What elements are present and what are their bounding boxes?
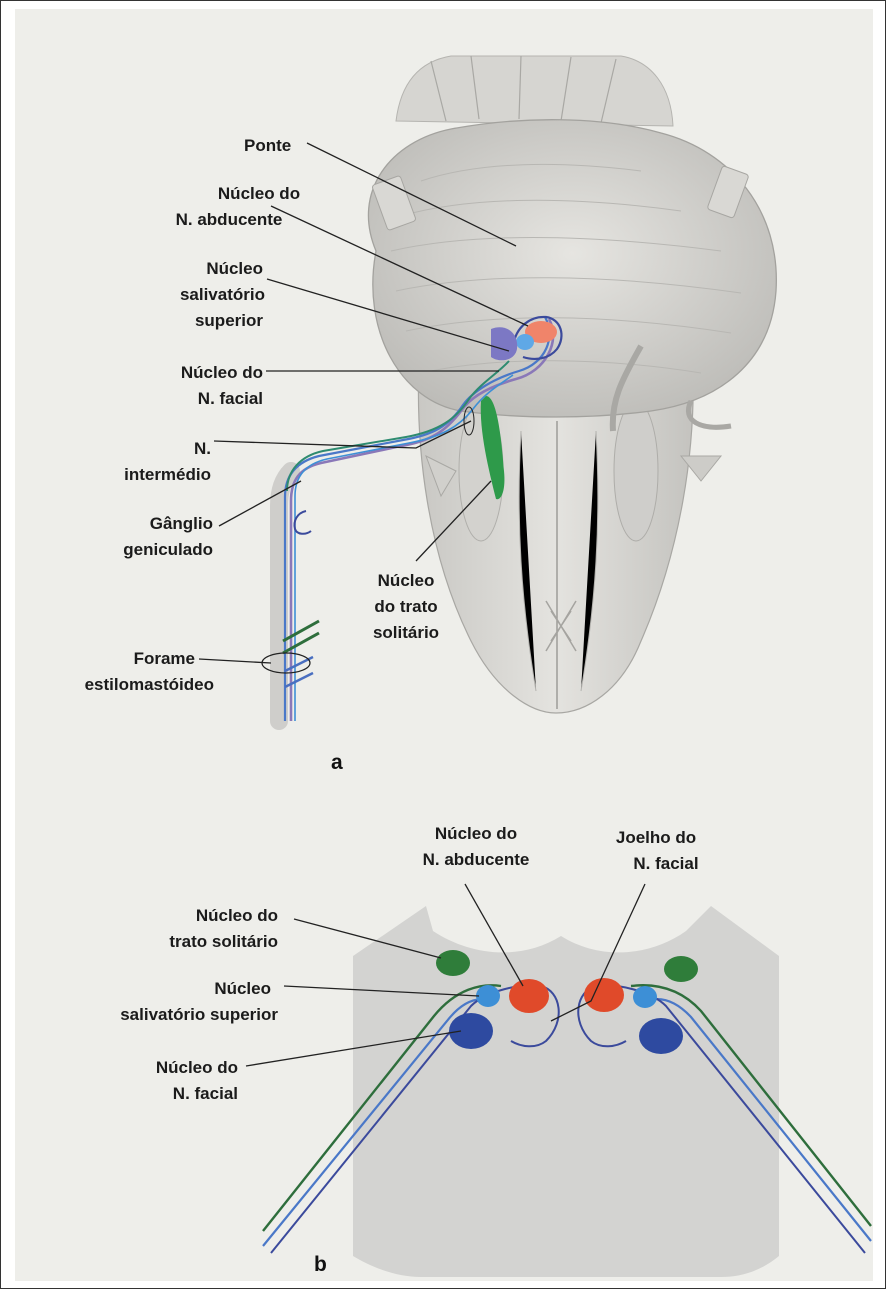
label-joelho-2: N. facial bbox=[633, 854, 698, 873]
panel-b-letter: b bbox=[314, 1253, 327, 1276]
label-abducente-b-1: Núcleo do bbox=[435, 824, 517, 843]
salivatory-nucleus-left bbox=[476, 985, 500, 1007]
label-solitario-b-1: Núcleo do bbox=[196, 906, 278, 925]
cross-section bbox=[353, 906, 779, 1277]
label-ganglio-1: Gânglio bbox=[150, 514, 213, 533]
facial-nucleus-left bbox=[449, 1013, 493, 1049]
label-forame-1: Forame bbox=[134, 649, 195, 668]
label-facial-b-2: N. facial bbox=[173, 1084, 238, 1103]
label-solitario-a-1: Núcleo bbox=[378, 571, 435, 590]
solitary-nucleus-right bbox=[664, 956, 698, 982]
abducens-nucleus-right bbox=[584, 978, 624, 1012]
label-ponte: Ponte bbox=[244, 136, 291, 155]
label-salivatorio-b-2: salivatório superior bbox=[120, 1005, 278, 1024]
solitary-nucleus-left bbox=[436, 950, 470, 976]
label-facial-b-1: Núcleo do bbox=[156, 1058, 238, 1077]
salivatory-nucleus-a bbox=[516, 334, 534, 350]
label-abducente-a-1: Núcleo do bbox=[218, 184, 300, 203]
label-abducente-a-2: N. abducente bbox=[176, 210, 283, 229]
label-forame-2: estilomastóideo bbox=[85, 675, 214, 694]
label-ganglio-2: geniculado bbox=[123, 540, 213, 559]
label-joelho-1: Joelho do bbox=[616, 828, 696, 847]
label-salivatorio-a-3: superior bbox=[195, 311, 263, 330]
label-solitario-b-2: trato solitário bbox=[169, 932, 278, 951]
label-intermedio-1: N. bbox=[194, 439, 211, 458]
label-salivatorio-a-2: salivatório bbox=[180, 285, 265, 304]
label-intermedio-2: intermédio bbox=[124, 465, 211, 484]
abducens-nucleus-left bbox=[509, 979, 549, 1013]
facial-nucleus-right bbox=[639, 1018, 683, 1054]
label-facial-a-1: Núcleo do bbox=[181, 363, 263, 382]
label-abducente-b-2: N. abducente bbox=[423, 850, 530, 869]
label-solitario-a-2: do trato bbox=[374, 597, 437, 616]
label-salivatorio-a-1: Núcleo bbox=[206, 259, 263, 278]
salivatory-nucleus-right bbox=[633, 986, 657, 1008]
panel-a-letter: a bbox=[331, 751, 343, 774]
label-facial-a-2: N. facial bbox=[198, 389, 263, 408]
label-salivatorio-b-1: Núcleo bbox=[214, 979, 271, 998]
label-solitario-a-3: solitário bbox=[373, 623, 439, 642]
